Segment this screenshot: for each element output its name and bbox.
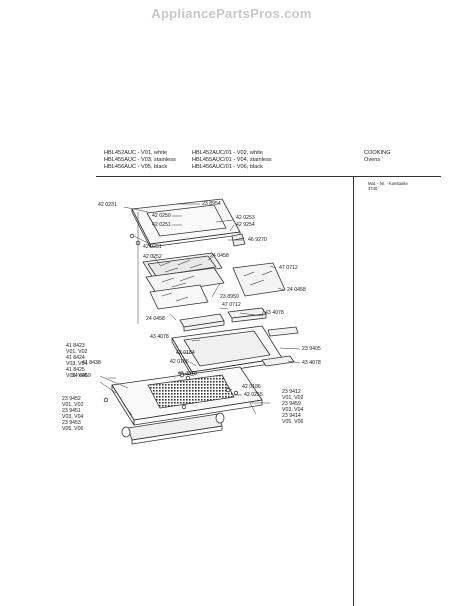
part-label: 42 0251 <box>143 244 162 250</box>
part-label: 23 9412 <box>282 389 301 395</box>
glass-panel-upper <box>142 252 223 279</box>
model-line: HBL455AUC/01 - V04, stainless <box>192 157 272 163</box>
part-label: 43 4078 <box>265 310 284 316</box>
part-label: 23 8950 <box>220 294 239 300</box>
material-number: Mat. - Nr. - Konstante 3740 <box>368 181 408 191</box>
part-label: 47 0712 <box>279 265 298 271</box>
outer-door-frame <box>131 198 241 248</box>
category-line: COOKING <box>364 150 391 156</box>
part-label: 41 8425 <box>66 367 85 373</box>
part-label: 23 8954 <box>202 201 221 207</box>
spacer-blocks <box>179 307 299 382</box>
part-label: 41 8438 <box>82 360 101 366</box>
mat-no-line: 3740 <box>368 186 378 191</box>
part-label: 41 8423 <box>66 343 85 349</box>
part-label: 24 0458 <box>287 287 306 293</box>
part-label: 24 0458 <box>210 253 229 259</box>
part-label: 41 8424 <box>66 355 85 361</box>
part-label-group: 23 9412 V01, V02 23 9459 V03, V04 23 941… <box>282 389 303 425</box>
part-label: 42 0252 <box>143 254 162 260</box>
part-label: 42 9254 <box>236 222 255 228</box>
part-label: 42 0184 <box>176 350 195 356</box>
leader-lines <box>99 203 301 416</box>
part-label: 42 0255 <box>244 392 263 398</box>
model-list-left: HBL452AUC - V01, white HBL455AUC - V03, … <box>104 150 176 171</box>
part-label: 23 9459 <box>282 401 301 407</box>
part-label: 42 0251 <box>152 222 171 228</box>
part-label: 43 4078 <box>302 360 321 366</box>
model-line: HBL456AUC/01 - V06, black <box>192 164 263 170</box>
part-label: 23 9453 <box>62 420 81 426</box>
part-label: 24 0459 <box>72 373 91 379</box>
part-label: V03, V04 <box>62 414 84 420</box>
part-label: 43 4078 <box>150 334 169 340</box>
watermark: AppliancePartsPros.com <box>151 6 312 21</box>
part-label: 47 0712 <box>222 302 241 308</box>
model-line: HBL452AUC/01 - V02, white <box>192 150 263 156</box>
part-label: V05, V06 <box>282 419 304 425</box>
part-label: V03, V04 <box>282 407 304 413</box>
part-label: 46 9270 <box>248 237 267 243</box>
part-label: 23 9451 <box>62 408 81 414</box>
part-label: 24 0458 <box>146 316 165 322</box>
category-label: COOKING Ovens <box>364 150 390 164</box>
part-label: V05, V06 <box>66 373 88 379</box>
glass-panel-lower <box>149 284 209 310</box>
glass-panel-middle <box>145 267 225 294</box>
outer-door-panel <box>111 366 263 426</box>
glass-panel-right <box>232 262 286 297</box>
category-line: Ovens <box>364 157 381 163</box>
model-line: HBL455AUC - V03, stainless <box>104 157 176 163</box>
mat-no-line: Mat. - Nr. - Konstante <box>368 181 408 186</box>
model-list-right: HBL452AUC/01 - V02, white HBL455AUC/01 -… <box>192 150 272 171</box>
model-line: HBL452AUC - V01, white <box>104 150 168 156</box>
part-label: 42 0186 <box>170 359 189 365</box>
model-line: HBL456AUC - V05, black <box>104 164 168 170</box>
part-label-group: 23 9452 V01, V02 23 9451 V03, V04 23 945… <box>62 396 83 432</box>
part-label: V01, V02 <box>62 402 84 408</box>
part-label: V03, V04 <box>66 361 88 367</box>
door-handle <box>121 412 225 445</box>
part-label: 23 9405 <box>302 346 321 352</box>
part-label: V01, V02 <box>66 349 88 355</box>
part-label: 42 0186 <box>242 384 261 390</box>
part-label: 42 0253 <box>236 215 255 221</box>
part-label: 43 4078 <box>178 371 197 377</box>
part-label-group: 41 8423 V01, V02 41 8424 V03, V04 41 842… <box>66 343 87 379</box>
right-margin-line <box>353 176 354 606</box>
part-label: V01, V02 <box>282 395 304 401</box>
part-label: 23 9414 <box>282 413 301 419</box>
part-label: 42 0250 <box>152 213 171 219</box>
part-label: 42 0231 <box>98 202 117 208</box>
header-divider <box>96 176 441 177</box>
part-label: 23 9452 <box>62 396 81 402</box>
part-label: V05, V06 <box>62 426 84 432</box>
